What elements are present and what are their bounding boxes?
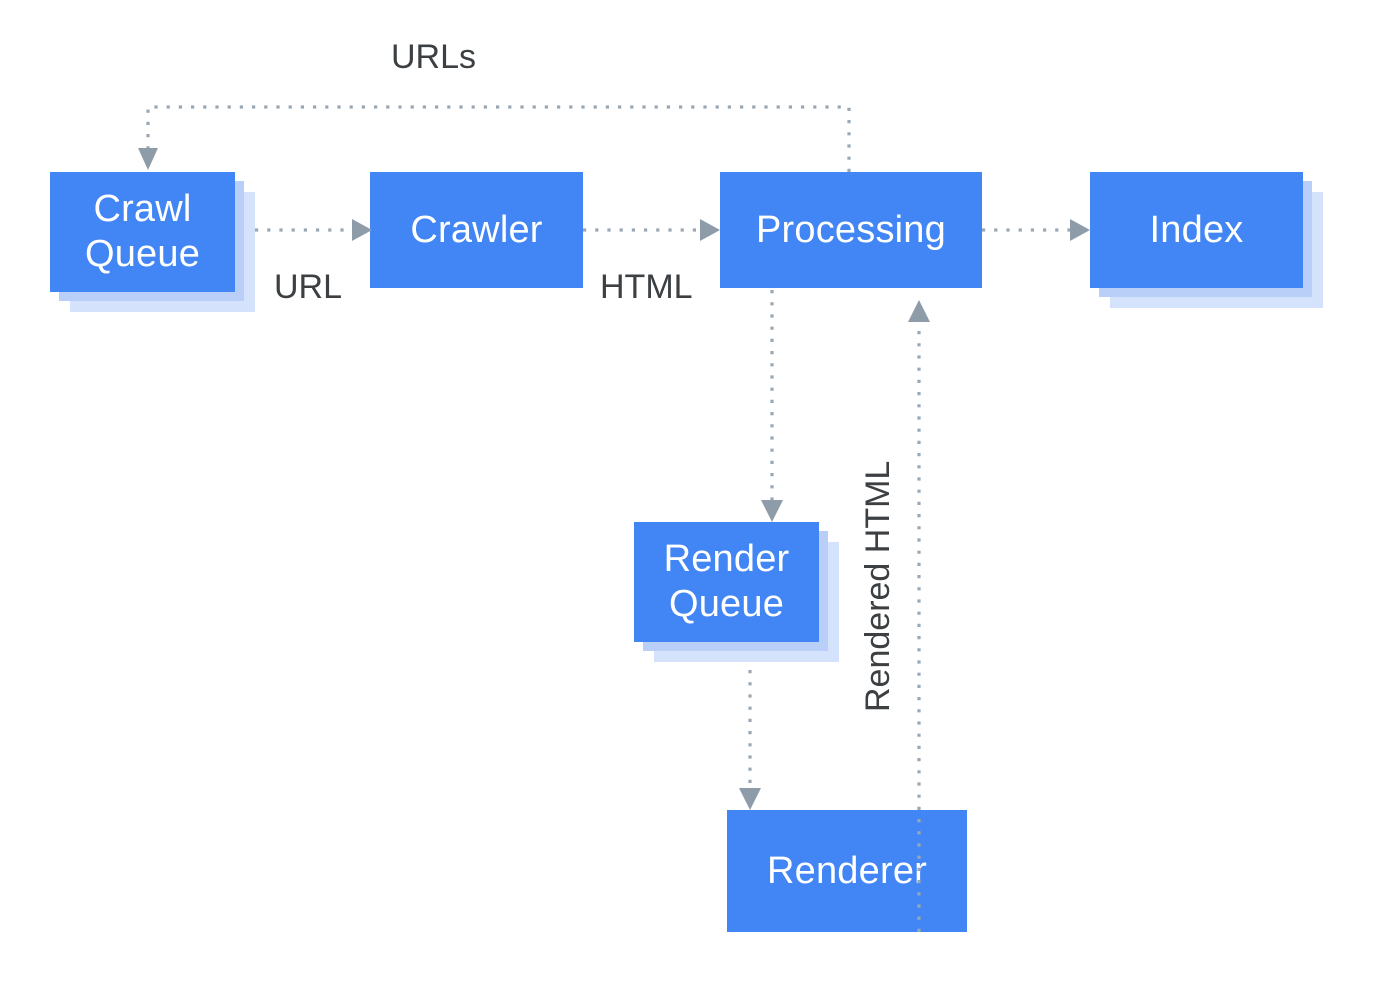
node-index-face: Index [1090,172,1303,288]
node-render-queue-face: Render Queue [634,522,819,642]
edge-to-renderer-arrowhead [739,788,761,810]
edge-url-arrowhead [352,219,372,241]
edge-label-url: URL [274,268,343,306]
node-crawl-queue[interactable]: Crawl Queue [50,172,255,312]
edge-label-urls: URLs [391,38,477,76]
edge-label-rendered-html: Rendered HTML [859,460,897,712]
node-crawler-face: Crawler [370,172,583,288]
edge-rendered-html-arrowhead [908,300,930,322]
node-renderer[interactable]: Renderer [727,810,967,932]
node-crawl-queue-label-line2: Queue [84,233,201,275]
edge-urls-line [146,105,851,172]
node-renderer-label: Renderer [766,849,928,892]
node-processing-label: Processing [756,208,946,251]
node-render-queue-label-line1: Render [663,538,790,581]
node-crawler[interactable]: Crawler [370,172,583,288]
node-crawl-queue-label-line1: Crawl [93,188,192,231]
node-crawl-queue-face: Crawl Queue [50,172,235,292]
edge-html-arrowhead [700,219,720,241]
node-processing-face: Processing [720,172,982,288]
node-renderer-face: Renderer [727,810,967,932]
edge-to-index-arrowhead [1070,219,1090,241]
node-crawler-label: Crawler [410,208,543,251]
node-processing[interactable]: Processing [720,172,982,288]
edge-to-render-queue-arrowhead [761,500,783,522]
edge-label-html: HTML [600,268,693,306]
node-render-queue[interactable]: Render Queue [634,522,839,662]
node-index[interactable]: Index [1090,172,1323,308]
node-render-queue-label-line2: Queue [668,583,785,625]
edge-urls-arrowhead [138,148,158,170]
node-index-label: Index [1149,208,1244,251]
